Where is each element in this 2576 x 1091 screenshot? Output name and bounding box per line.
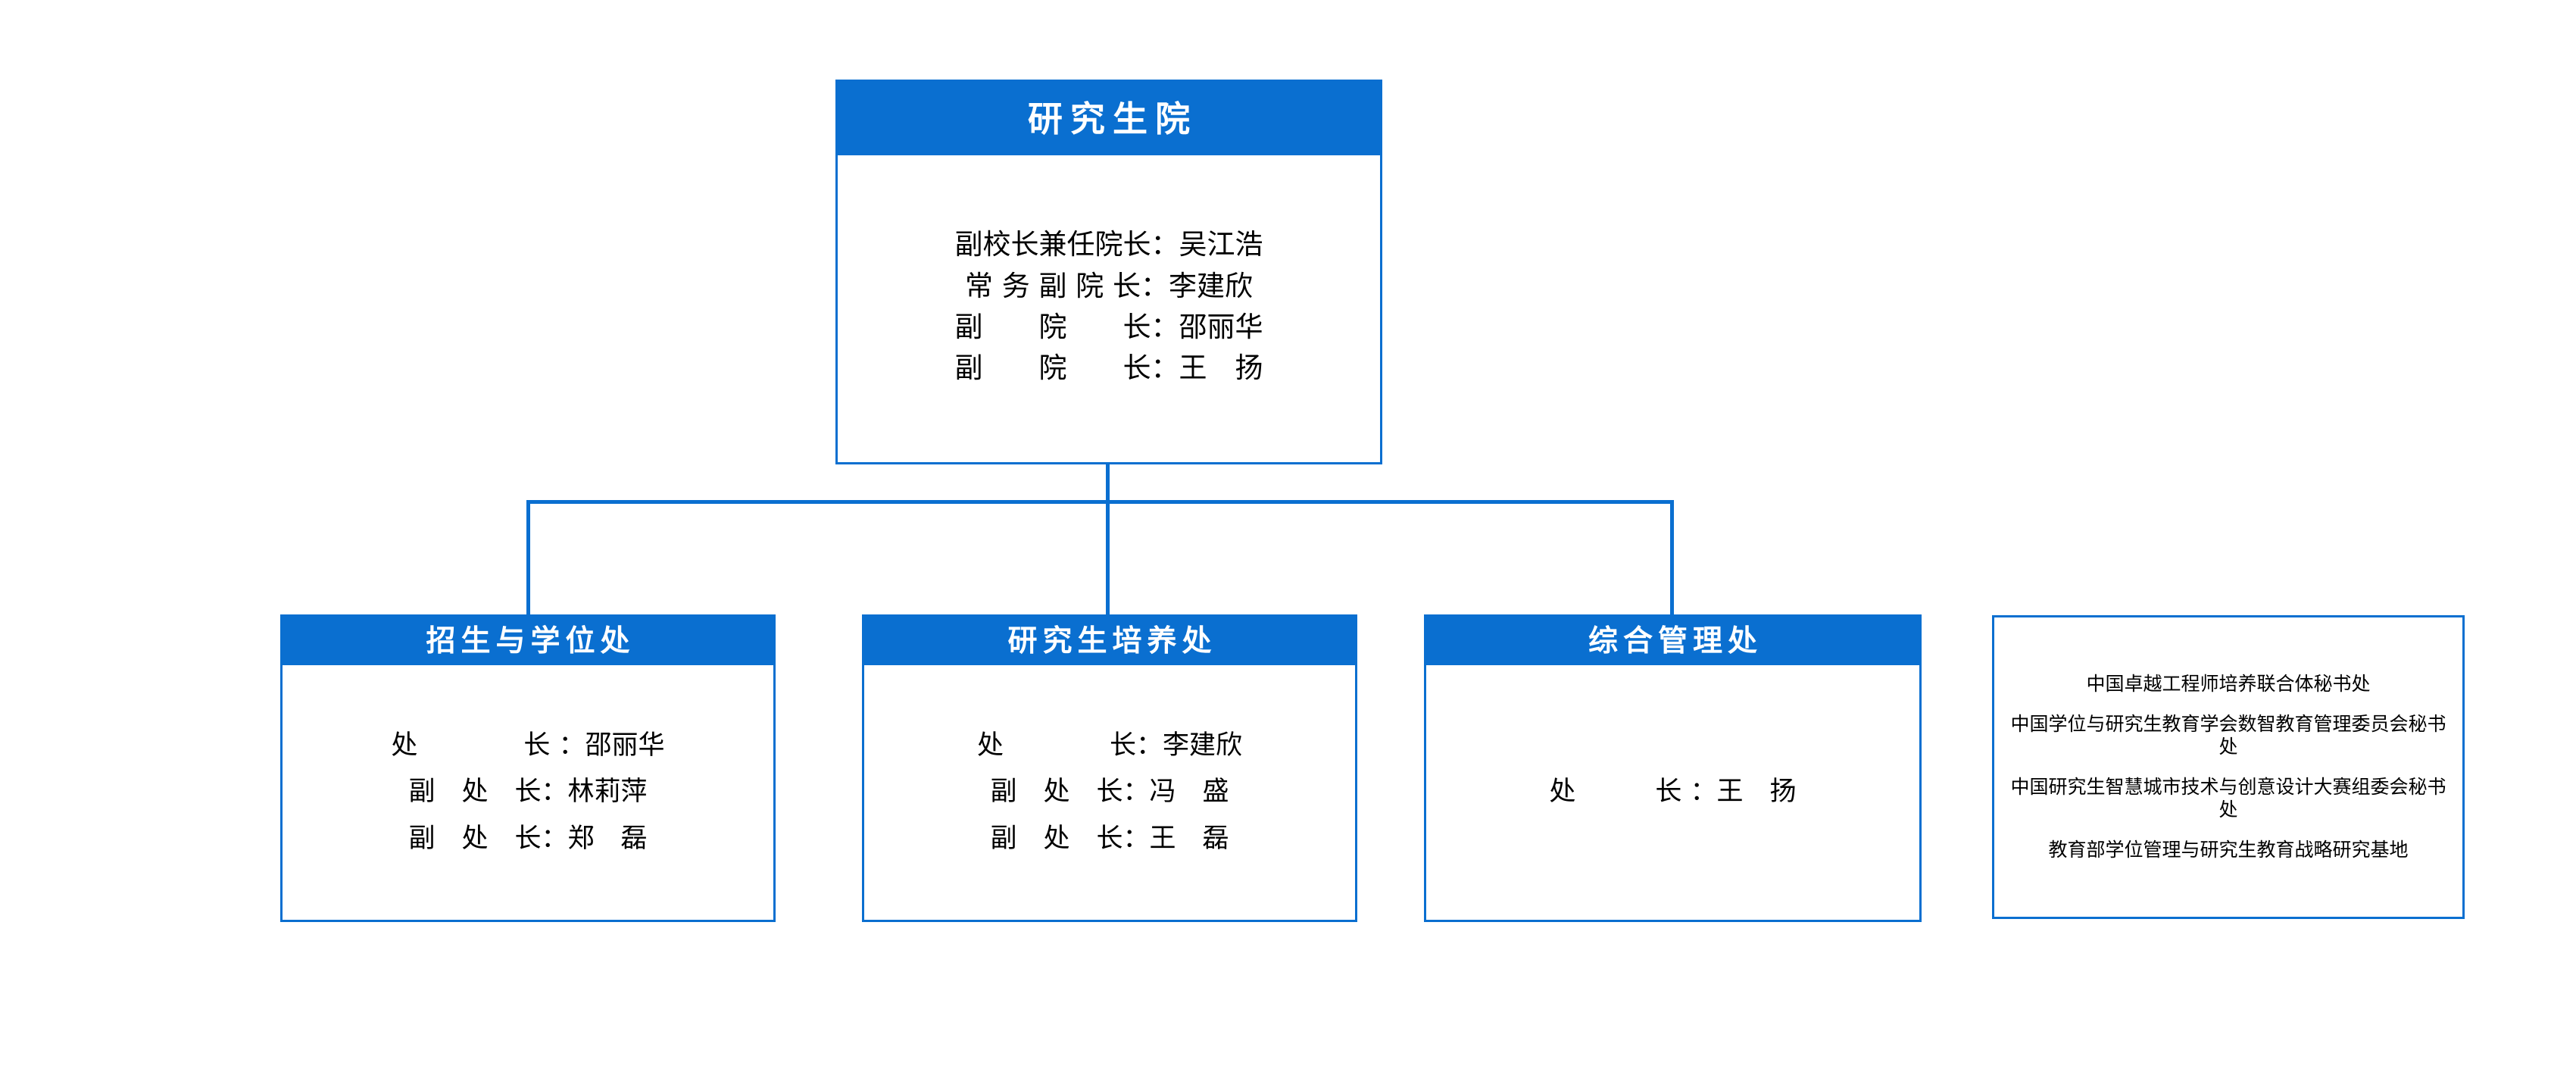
- root-leader-line-2: 常 务 副 院 长：李建欣: [964, 269, 1254, 302]
- dept2-staff-line-1: 处 长：李建欣: [976, 730, 1242, 761]
- affiliated-org-item-3: 中国研究生智慧城市技术与创意设计大赛组委会秘书处: [2010, 775, 2446, 821]
- org-node-dept-general-management: 综合管理处 处 长 ：王 扬: [1424, 614, 1922, 922]
- org-node-dept-general-management-body: 处 长 ：王 扬: [1426, 665, 1919, 920]
- org-node-dept-admissions-title: 招生与学位处: [283, 617, 773, 665]
- connector-horizontal-bus: [526, 500, 1674, 504]
- dept2-staff-line-3: 副 处 长：王 磊: [990, 823, 1229, 854]
- affiliated-organizations-panel: 中国卓越工程师培养联合体秘书处 中国学位与研究生教育学会数智教育管理委员会秘书处…: [1992, 615, 2465, 919]
- org-node-dept-general-management-title: 综合管理处: [1426, 617, 1919, 665]
- root-leader-line-1: 副校长兼任院长：吴江浩: [954, 228, 1263, 261]
- org-node-dept-admissions-body: 处 长 ：邵丽华 副 处 长：林莉萍 副 处 长：郑 磊: [283, 665, 773, 920]
- org-node-dept-training-title: 研究生培养处: [864, 617, 1355, 665]
- dept2-staff-line-2: 副 处 长：冯 盛: [990, 777, 1229, 808]
- connector-drop-dept-1: [526, 500, 530, 617]
- root-leader-line-4: 副 院 长：王 扬: [954, 352, 1263, 385]
- dept1-staff-line-2: 副 处 长：林莉萍: [408, 777, 648, 808]
- org-node-root-title: 研究生院: [838, 82, 1380, 155]
- org-node-dept-admissions: 招生与学位处 处 长 ：邵丽华 副 处 长：林莉萍 副 处 长：郑 磊: [280, 614, 776, 922]
- connector-drop-dept-3: [1670, 500, 1674, 617]
- org-node-dept-training: 研究生培养处 处 长：李建欣 副 处 长：冯 盛 副 处 长：王 磊: [862, 614, 1357, 922]
- dept1-staff-line-3: 副 处 长：郑 磊: [408, 823, 648, 854]
- connector-drop-dept-2: [1106, 500, 1110, 617]
- org-node-root-body: 副校长兼任院长：吴江浩 常 务 副 院 长：李建欣 副 院 长：邵丽华 副 院 …: [838, 155, 1380, 462]
- dept1-staff-line-1: 处 长 ：邵丽华: [391, 730, 665, 761]
- affiliated-org-item-4: 教育部学位管理与研究生教育战略研究基地: [2048, 838, 2409, 861]
- affiliated-org-item-1: 中国卓越工程师培养联合体秘书处: [2086, 673, 2371, 695]
- dept3-staff-line-1: 处 长 ：王 扬: [1549, 777, 1797, 808]
- affiliated-org-item-2: 中国学位与研究生教育学会数智教育管理委员会秘书处: [2010, 712, 2446, 758]
- org-node-dept-training-body: 处 长：李建欣 副 处 长：冯 盛 副 处 长：王 磊: [864, 665, 1355, 920]
- org-node-root: 研究生院 副校长兼任院长：吴江浩 常 务 副 院 长：李建欣 副 院 长：邵丽华…: [835, 80, 1382, 464]
- root-leader-line-3: 副 院 长：邵丽华: [954, 311, 1263, 343]
- connector-stem-root: [1106, 462, 1110, 504]
